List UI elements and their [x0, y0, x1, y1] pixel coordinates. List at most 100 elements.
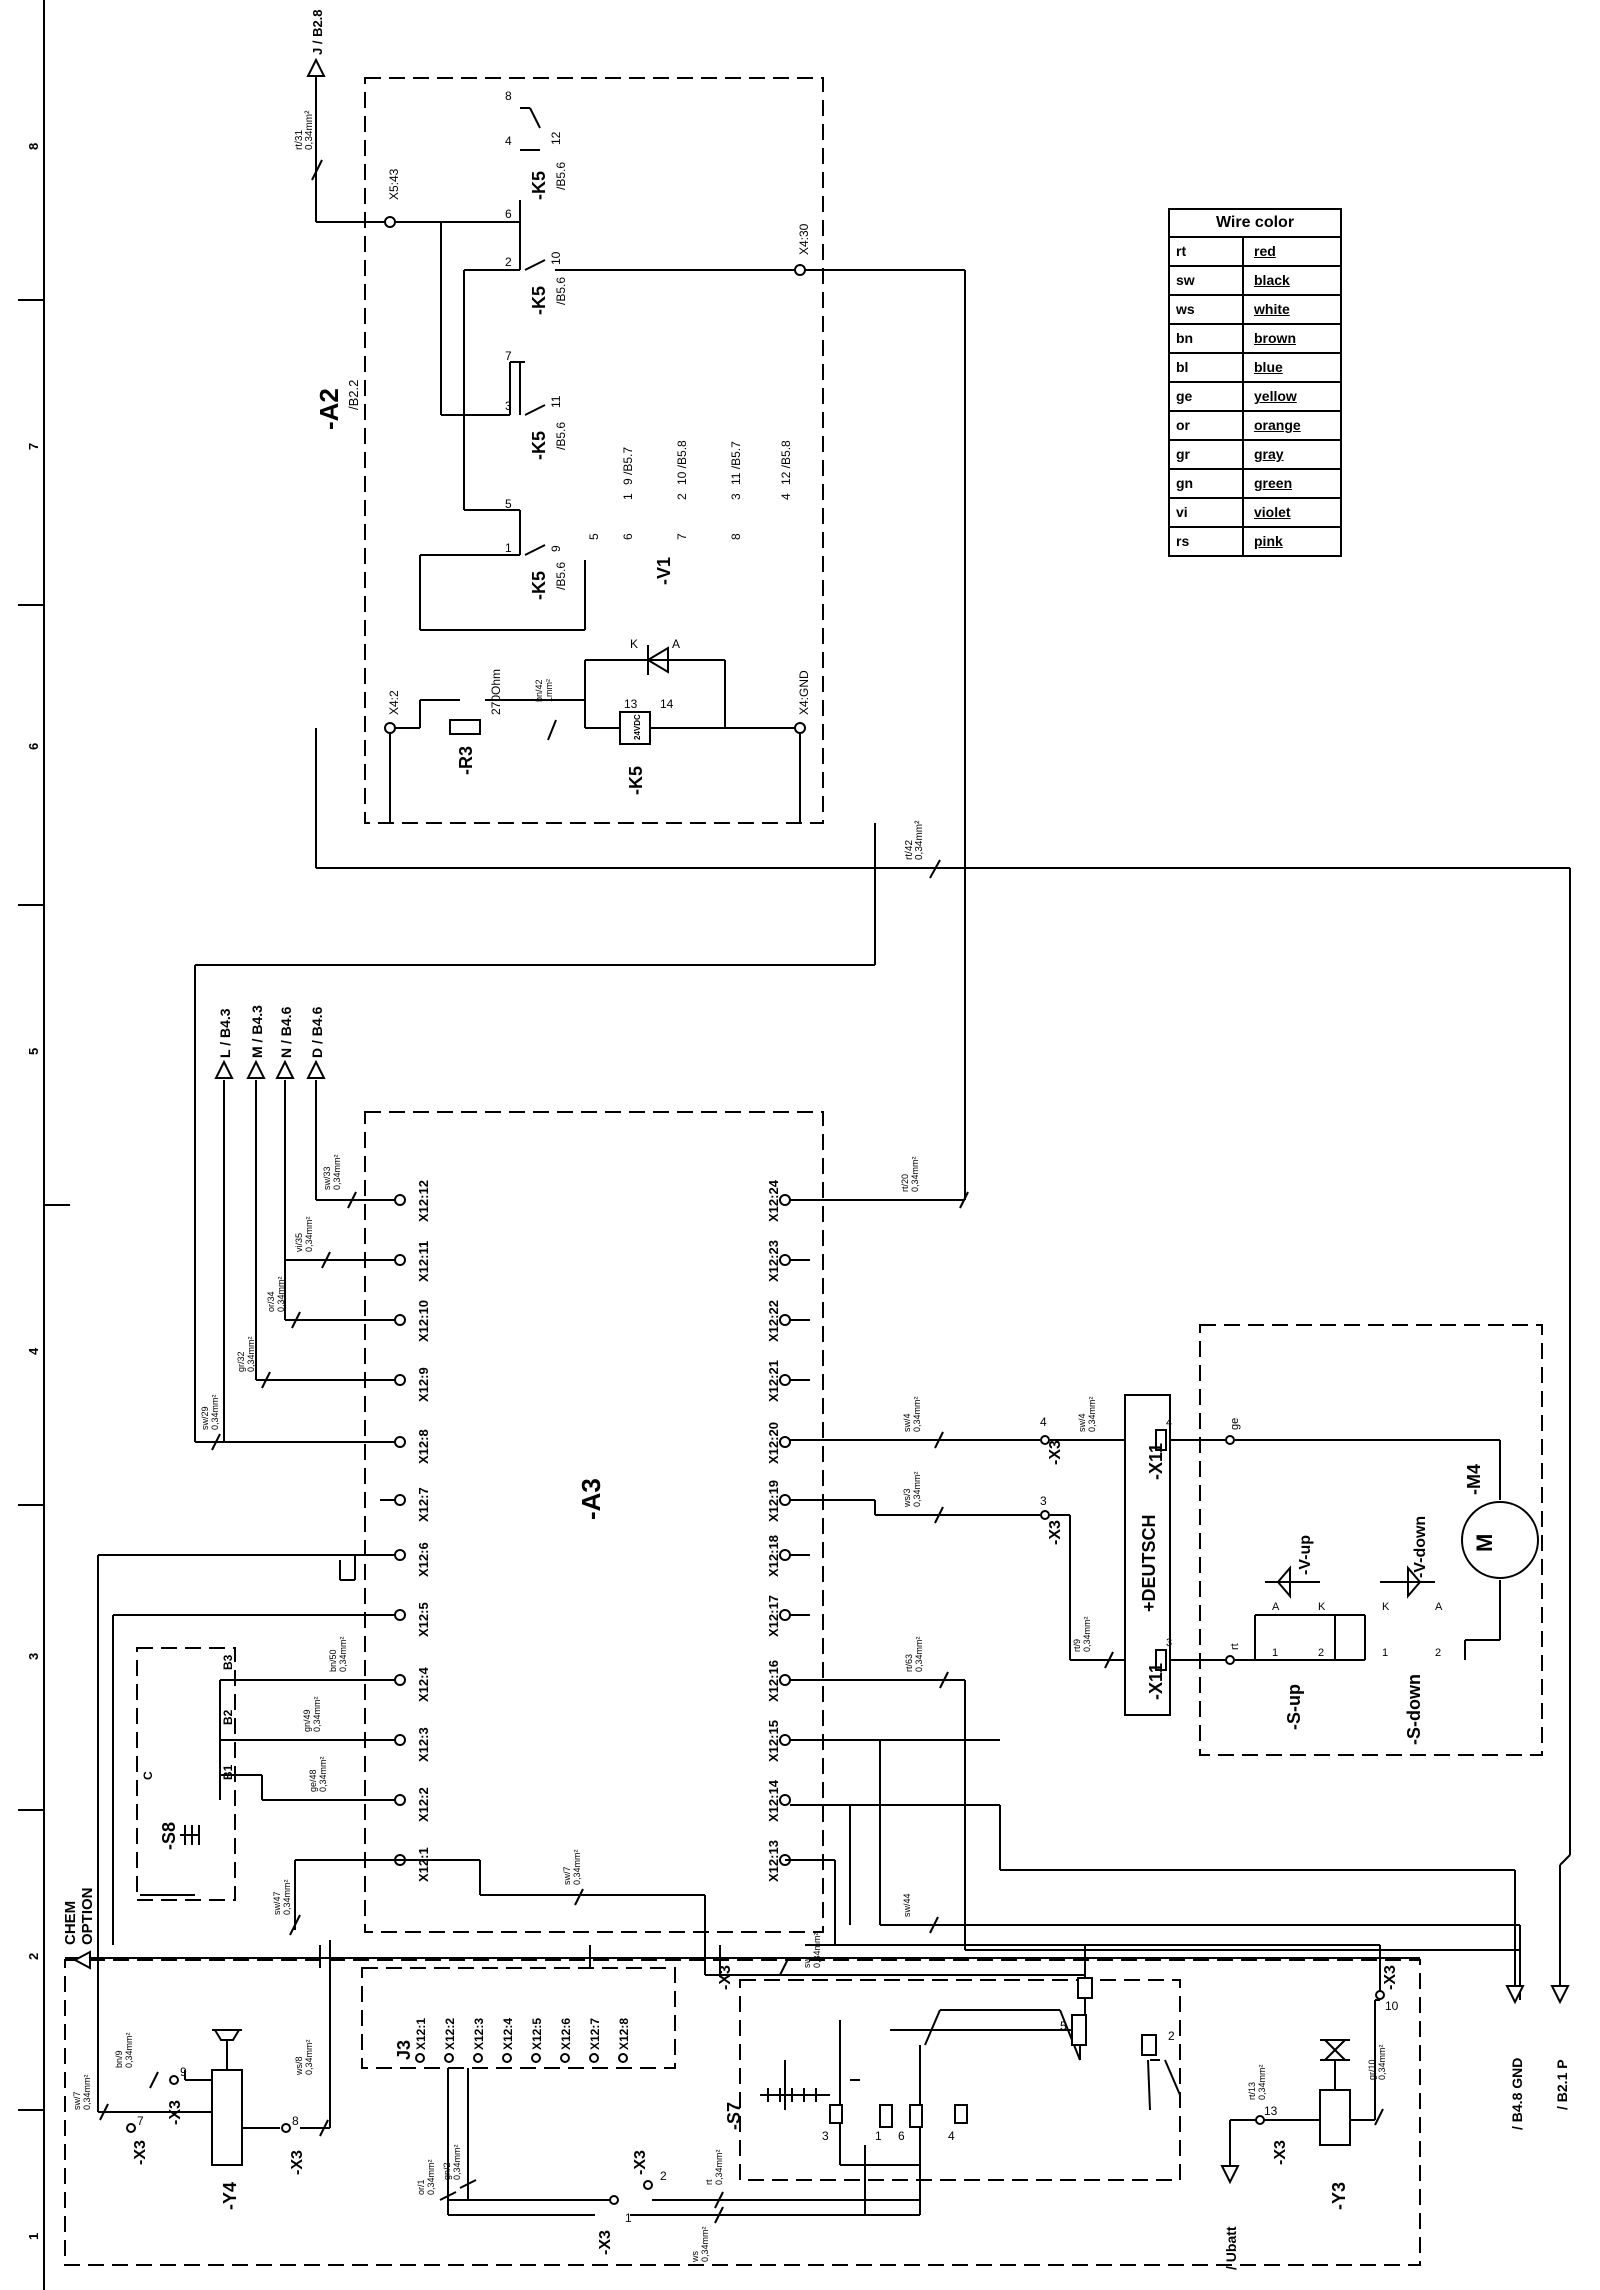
ruler-number: 1 — [26, 2233, 41, 2240]
wire-label: ws/3 — [902, 1488, 912, 1508]
a3-terminal — [779, 1436, 791, 1448]
wire-cs: 0,34mm² — [912, 1471, 922, 1507]
a3-terminal-label: X12:21 — [766, 1360, 781, 1402]
coil-pin: 14 — [660, 697, 674, 711]
coil-pin: 13 — [624, 697, 638, 711]
j3-name: J3 — [394, 2040, 414, 2060]
x3-label: -X3 — [1272, 2140, 1289, 2165]
wire-color-name: black — [1254, 272, 1290, 288]
wire-cs: 0,34mm² — [246, 1336, 256, 1372]
y3-name: -Y3 — [1329, 2182, 1349, 2210]
wire-code: sw — [1170, 267, 1244, 294]
ruler-number: 4 — [26, 1347, 41, 1355]
a3-terminal — [779, 1254, 791, 1266]
k5-ref: /B5.6 — [554, 277, 568, 305]
wire-cs: 0,34mm² — [318, 1756, 328, 1792]
wire-cs: 0,34mm² — [304, 2039, 314, 2075]
pin-label: 8 — [292, 2114, 299, 2128]
wire-code: or — [1170, 412, 1244, 439]
wire-cs: 0,34mm² — [304, 110, 315, 150]
wire-label: rt/9 — [1072, 1639, 1082, 1652]
contact-num: 10 — [549, 251, 563, 265]
wire-code: bl — [1170, 354, 1244, 381]
ruler-number: 6 — [26, 743, 41, 750]
wire-label: ge/48 — [308, 1769, 318, 1792]
v1-contact: 8 — [729, 533, 743, 540]
a3-terminal — [779, 1734, 791, 1746]
switch-pin: 2 — [1435, 1647, 1441, 1659]
j3-pin-label: X12:4 — [501, 2018, 515, 2050]
pin-label: 10 — [1385, 1999, 1399, 2013]
contact-num: 12 — [549, 131, 563, 145]
k5-name: -K5 — [529, 286, 549, 315]
k5-coil: 24VDC 13 14 -K5 — [619, 697, 674, 795]
terminal-label: X5:43 — [387, 168, 401, 200]
x11-name: -X11 — [1146, 1663, 1166, 1700]
x3-label: -X3 — [167, 2100, 184, 2125]
chem-line1: CHEM — [62, 1901, 79, 1945]
a3-terminal — [779, 1794, 791, 1806]
a3-terminal — [394, 1436, 406, 1448]
arrow-label: M / B4.3 — [249, 1005, 265, 1058]
x3-1-2: -X3 -X3 1 2 or/1 0,34mm² gn/2 0,34mm² rt… — [416, 2068, 921, 2263]
s7-pin: 1 — [875, 2129, 882, 2143]
k5-coil-name: -K5 — [626, 766, 646, 795]
wire-color-name: green — [1254, 475, 1293, 491]
wire-label: gr/32 — [236, 1351, 246, 1372]
wire-code: gr — [1170, 441, 1244, 468]
s7-pin: 5 — [1060, 2019, 1067, 2033]
wire-label: ws — [690, 2251, 700, 2263]
s8-b3: B3 — [221, 1654, 235, 1670]
arrow-label: J / B2.8 — [310, 9, 325, 55]
wire-color-name: gray — [1254, 446, 1284, 462]
ruler-number: 2 — [26, 1953, 41, 1960]
wire-color-name: pink — [1254, 533, 1283, 549]
s7-switch: -S7 — [705, 1945, 1181, 2215]
a3-terminal — [394, 1194, 406, 1206]
wire-cs: 0,34mm² — [282, 1879, 292, 1915]
v1-contact: 6 — [621, 533, 635, 540]
s7-pin: 2 — [1168, 2029, 1175, 2043]
x3-label: -X3 — [1047, 1520, 1064, 1545]
wire-label: sw/4 — [1077, 1413, 1087, 1432]
a3-terminal — [779, 1549, 791, 1561]
contact-num: 9 — [549, 545, 563, 552]
wire-label: rt/42 — [904, 840, 915, 860]
wire-code: vi — [1170, 499, 1244, 526]
a3-terminal — [779, 1674, 791, 1686]
a3-terminal-label: X12:2 — [416, 1787, 431, 1822]
a3-terminal-label: X12:22 — [766, 1300, 781, 1342]
diode-k: K — [1382, 1601, 1390, 1613]
wire-cs: 0,34mm² — [332, 1154, 342, 1190]
wire-color-name: blue — [1254, 359, 1283, 375]
diode-a: A — [1435, 1601, 1443, 1613]
wire-label: bn/50 — [328, 1649, 338, 1672]
wire-code: ws — [1170, 296, 1244, 323]
j3-pin-label: X12:5 — [530, 2018, 544, 2050]
wire-label: rt/20 — [900, 1174, 910, 1192]
diode-a: A — [672, 637, 680, 651]
wire-label: gn/49 — [302, 1709, 312, 1732]
x3-label: -X3 — [289, 2150, 306, 2175]
j3-pin — [560, 2053, 570, 2063]
s8-b1: B1 — [221, 1764, 235, 1780]
diode-k: K — [1318, 1601, 1326, 1613]
k5-name: -K5 — [529, 431, 549, 460]
contact-pin: 2 — [505, 255, 512, 269]
wire-cs: 0,34mm² — [1082, 1616, 1092, 1652]
wire-label: or/34 — [266, 1291, 276, 1312]
wire-cs: 0,34mm² — [276, 1276, 286, 1312]
wire-label: sw/47 — [272, 1891, 282, 1915]
wire-label: sw/4 — [902, 1413, 912, 1432]
k5-name: -K5 — [529, 571, 549, 600]
s7-name: -S7 — [724, 2102, 744, 2130]
s7-pin: 4 — [948, 2129, 955, 2143]
switch-pin: 1 — [1272, 1647, 1278, 1659]
wire-cs: 0,34mm² — [714, 2149, 724, 2185]
